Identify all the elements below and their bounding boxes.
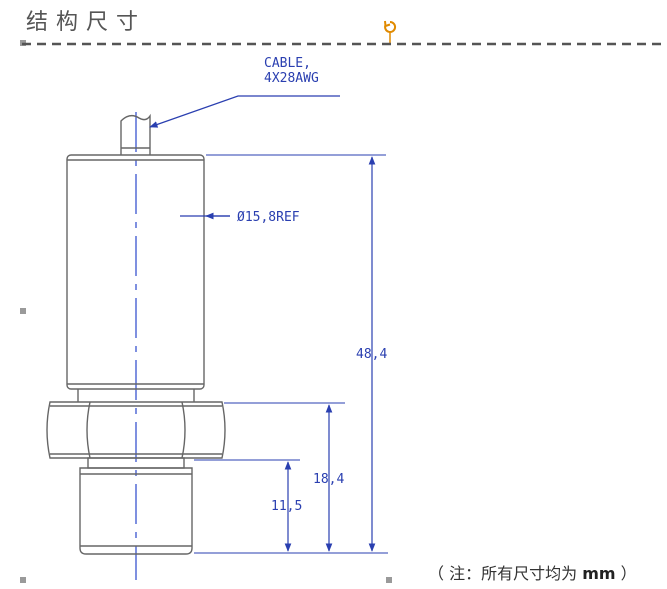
threaded-fitting [79,457,193,555]
note-text: 注：所有尺寸均为 [449,564,578,583]
extension-lines [194,154,388,554]
cable-label-line2: 4X28AWG [264,71,319,86]
selection-handle-icon[interactable] [386,577,392,583]
selection-handle-icon[interactable] [20,577,26,583]
cable-leader [149,95,340,128]
dim-total-height-label: 48,4 [356,347,387,362]
hex-nut [46,401,226,459]
sensor-body [66,154,205,402]
cable-stub [120,113,151,155]
section-title: 结构尺寸 [26,10,147,35]
note-open-paren: （ [428,564,445,583]
note-close-paren: ） [620,564,637,583]
dim-thread-length-label: 11,5 [271,499,302,514]
diameter-label: Ø15,8REF [237,210,300,225]
selection-handle-icon[interactable] [20,308,26,314]
rotate-handle-icon[interactable] [382,18,398,44]
note-unit: mm [582,564,616,583]
units-note: （ 注：所有尺寸均为 mm ） [428,560,637,584]
dim-thread-hex-label: 18,4 [313,472,344,487]
cable-label-line1: CABLE, [264,56,311,71]
